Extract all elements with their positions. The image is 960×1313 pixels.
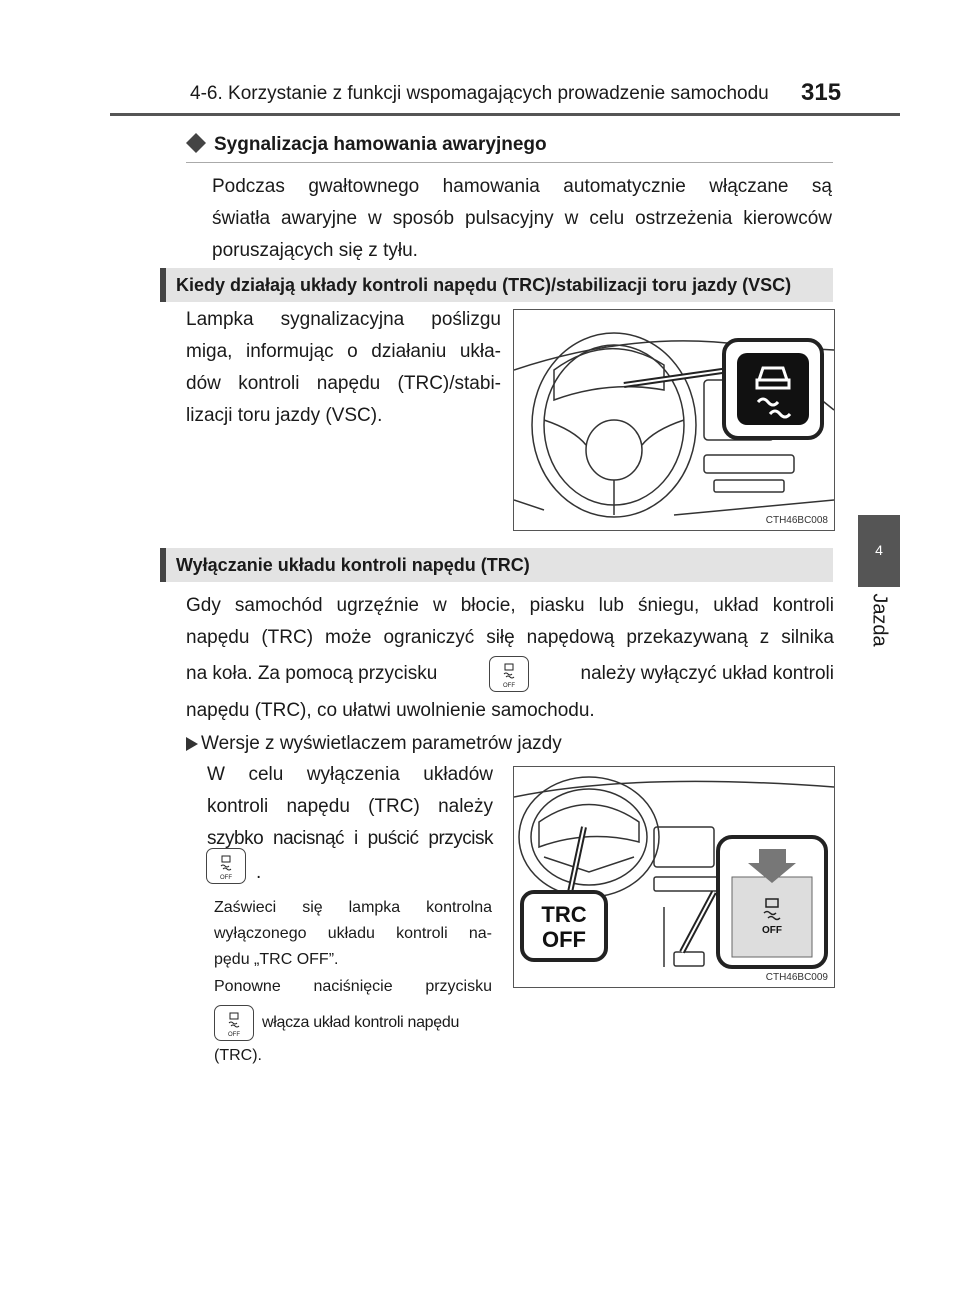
text-line: Podczas gwałtownego hamowania automatycz…: [212, 176, 832, 197]
section-rule: [186, 162, 833, 163]
text-line: miga, informując o działaniu ukła-: [186, 341, 501, 362]
button-off-text: OFF: [228, 1032, 240, 1038]
text-line: napędu (TRC) może ograniczyć siłę napędo…: [186, 627, 834, 648]
text-fragment: włącza układ kontroli napędu: [262, 1014, 460, 1031]
button-off-text: OFF: [762, 925, 782, 936]
chapter-header: 4-6. Korzystanie z funkcji wspomagającyc…: [190, 83, 769, 104]
text-fragment: należy wyłączyć układ kontroli: [580, 663, 834, 684]
paragraph: W celu wyłączenia układów kontroli napęd…: [207, 759, 494, 855]
icon-line: OFF włącza układ kontroli napędu: [214, 1005, 459, 1041]
text-line: światła awaryjne w sposób pulsacyjny w c…: [212, 208, 832, 229]
text-line: pędu „TRC OFF”.: [214, 951, 339, 968]
side-tab-number: 4: [858, 515, 900, 587]
text-line: napędu (TRC), co ułatwi uwolnienie samoc…: [186, 700, 595, 721]
side-tab-label: Jazda: [852, 590, 906, 650]
text-line: Zaświeci się lampka kontrolna: [214, 899, 492, 916]
bullet-text: Wersje z wyświetlaczem parametrów jazdy: [201, 733, 562, 754]
trc-off-button-icon: OFF: [488, 656, 529, 692]
trc-off-button-icon: OFF: [206, 848, 246, 884]
text-line: W celu wyłączenia układów: [207, 764, 493, 785]
paragraph-with-icon: na koła. Za pomocą przycisku OFF należy …: [186, 652, 834, 696]
text-line: lizacji toru jazdy (VSC).: [186, 405, 383, 426]
text-line: kontroli napędu (TRC) należy: [207, 796, 493, 817]
paragraph: Lampka sygnalizacyjna poślizgu miga, inf…: [186, 304, 501, 432]
dashboard-illustration: TRC OFF OFF: [513, 776, 835, 969]
dashboard-figure-2: TRC OFF OFF CTH46BC009: [513, 766, 835, 988]
text-line: poruszających się z tyłu.: [212, 240, 418, 261]
text-line: wyłączonego układu kontroli na-: [214, 925, 492, 942]
trc-off-button-icon: OFF: [214, 1005, 254, 1041]
text-line: szybko nacisnąć i puścić przycisk: [207, 828, 494, 849]
paragraph: Gdy samochód ugrzęźnie w błocie, piasku …: [186, 590, 834, 654]
side-tab-label-text: Jazda: [868, 593, 891, 647]
text-line: Gdy samochód ugrzęźnie w błocie, piasku …: [186, 595, 834, 616]
button-off-text: OFF: [220, 875, 232, 881]
page-number: 315: [801, 79, 842, 106]
dashboard-illustration: [513, 332, 835, 518]
triangle-bullet-icon: [186, 737, 198, 751]
diamond-bullet-icon: [186, 133, 206, 153]
note-paragraph: Zaświeci się lampka kontrolna wyłączoneg…: [214, 895, 492, 973]
header-rule: [110, 113, 900, 116]
text-line: Lampka sygnalizacyjna poślizgu: [186, 309, 501, 330]
figure-code: CTH46BC008: [765, 515, 828, 526]
off-label: OFF: [542, 927, 586, 952]
figure-code: CTH46BC009: [765, 972, 828, 983]
section-band: Kiedy działają układy kontroli napędu (T…: [160, 268, 833, 302]
text-fragment: na koła. Za pomocą przycisku: [186, 663, 438, 684]
icon-line: OFF .: [206, 848, 261, 884]
text-line: dów kontroli napędu (TRC)/stabi-: [186, 373, 501, 394]
text-line: Ponowne naciśnięcie przycisku: [214, 978, 492, 995]
section-title: Sygnalizacja hamowania awaryjnego: [214, 134, 547, 155]
section-band: Wyłączanie układu kontroli napędu (TRC): [160, 548, 833, 582]
text-line: (TRC).: [214, 1047, 262, 1064]
button-off-text: OFF: [503, 683, 515, 689]
paragraph: Podczas gwałtownego hamowania automatycz…: [212, 171, 832, 267]
trc-label: TRC: [541, 902, 586, 927]
period: .: [256, 862, 262, 883]
dashboard-figure-1: CTH46BC008: [513, 309, 835, 531]
